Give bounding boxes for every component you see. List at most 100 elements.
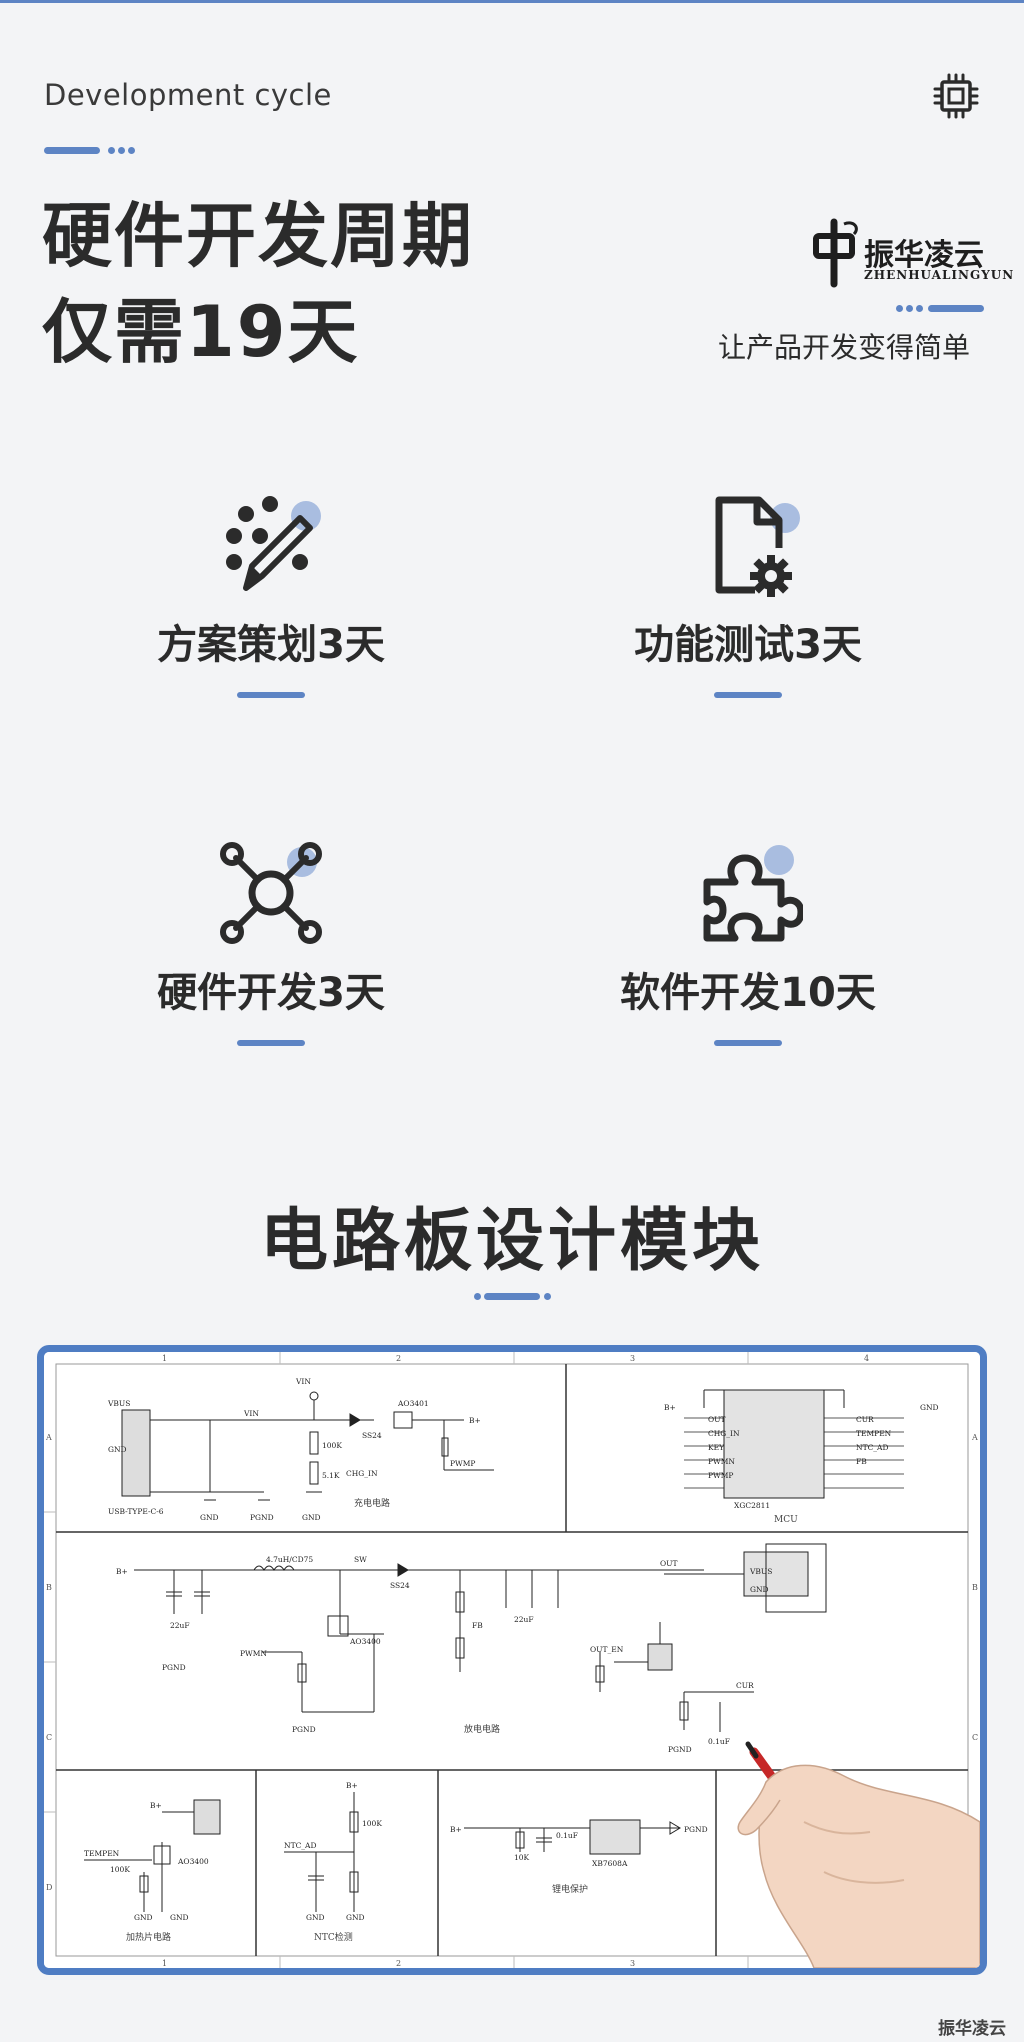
feature-software: 软件开发10天 — [538, 838, 958, 1046]
feature-hardware: 硬件开发3天 — [61, 838, 481, 1046]
net-label: FB — [472, 1621, 483, 1630]
grid-row-letter: A — [971, 1433, 978, 1442]
brand-name-en: ZHENHUALINGYUN — [864, 268, 1015, 282]
net-label: CHG_IN — [346, 1469, 378, 1478]
mcu-net: CHG_IN — [708, 1429, 740, 1438]
feature-underline — [714, 1040, 782, 1046]
feature-underline — [237, 1040, 305, 1046]
net-label: GND — [306, 1913, 325, 1922]
grid-col-number: 2 — [396, 1959, 401, 1968]
header-accent-dot — [108, 147, 115, 154]
grid-row-letter: B — [972, 1583, 978, 1592]
part-label: SS24 — [390, 1581, 410, 1590]
battery-chip-label: XB7608A — [592, 1859, 628, 1868]
feature-label: 方案策划3天 — [157, 622, 385, 668]
grid-row-letter: D — [46, 1883, 52, 1892]
net-label: PGND — [684, 1825, 708, 1834]
net-label: PGND — [250, 1513, 274, 1522]
module-section-title: 电路板设计模块 — [259, 1202, 764, 1281]
net-label: NTC_AD — [284, 1841, 316, 1850]
grid-row-letter: C — [972, 1733, 978, 1742]
net-label: CUR — [736, 1681, 754, 1690]
brand-name-cn: 振华凌云 — [864, 238, 984, 273]
feature-underline — [714, 692, 782, 698]
title-accent-dot — [474, 1293, 481, 1300]
usb-pin-label: VBUS — [107, 1399, 130, 1408]
part-label: 100K — [110, 1865, 130, 1874]
mcu-net: GND — [920, 1403, 939, 1412]
net-label: PGND — [668, 1745, 692, 1754]
part-label: AO3400 — [349, 1637, 381, 1646]
net-label: GND — [170, 1913, 189, 1922]
page-headline: 硬件开发周期 仅需19天 — [42, 188, 474, 380]
mcu-chip-label: XGC2811 — [734, 1501, 770, 1510]
net-label: TEMPEN — [84, 1849, 120, 1858]
grid-row-letter: A — [45, 1433, 52, 1442]
net-label: VIN — [243, 1409, 259, 1418]
mcu-net: B+ — [664, 1403, 676, 1412]
feature-planning: 方案策划3天 — [61, 490, 481, 698]
chip-icon — [933, 73, 979, 119]
usb-part-label: USB-TYPE-C-6 — [108, 1507, 164, 1516]
part-label: 22uF — [170, 1621, 190, 1630]
schematic-drawing: 1 2 3 4 1 2 3 4 A B C D A B C D — [44, 1352, 980, 1968]
title-accent-dot — [544, 1293, 551, 1300]
net-label: OUT_EN — [590, 1645, 624, 1654]
mcu-net: PWMN — [708, 1457, 735, 1466]
net-label: SW — [354, 1555, 367, 1564]
document-gear-icon — [715, 496, 800, 597]
grid-col-number: 1 — [162, 1354, 167, 1363]
brand-accent-dot — [906, 305, 913, 312]
brand-accent-dot — [896, 305, 903, 312]
net-label: GND — [200, 1513, 219, 1522]
headline-line-1: 硬件开发周期 — [42, 195, 474, 277]
grid-col-number: 3 — [630, 1959, 635, 1968]
network-nodes-icon — [220, 842, 322, 944]
footer-brand: 振华凌云 — [938, 2019, 1006, 2039]
top-accent-line — [0, 0, 1024, 3]
net-label: B+ — [450, 1825, 462, 1834]
net-label: B+ — [469, 1416, 481, 1425]
brand-accent-dot — [916, 305, 923, 312]
title-accent-bar — [484, 1293, 540, 1300]
part-label: 10K — [514, 1853, 530, 1862]
grid-col-number: 3 — [630, 1354, 635, 1363]
part-label: AO3401 — [397, 1399, 429, 1408]
headline-line-2: 仅需19天 — [42, 291, 360, 373]
block-caption-mcu: MCU — [774, 1515, 798, 1525]
feature-testing: 功能测试3天 — [538, 490, 958, 698]
puzzle-piece-icon — [703, 845, 803, 942]
part-label: 0.1uF — [708, 1737, 730, 1746]
header-accent-dot — [118, 147, 125, 154]
feature-label: 硬件开发3天 — [157, 970, 385, 1016]
grid-col-number: 2 — [396, 1354, 401, 1363]
part-label: 22uF — [514, 1615, 534, 1624]
grid-col-number: 4 — [864, 1354, 869, 1363]
mcu-net: TEMPEN — [856, 1429, 892, 1438]
net-label: GND — [302, 1513, 321, 1522]
grid-col-number: 1 — [162, 1959, 167, 1968]
brand-accent-bar — [928, 305, 984, 312]
mcu-net: FB — [856, 1457, 867, 1466]
net-label: GND — [134, 1913, 153, 1922]
part-label: 5.1K — [322, 1471, 340, 1480]
header-accent-bar — [44, 147, 100, 154]
block-caption-heater: 加热片电路 — [126, 1931, 171, 1943]
mcu-net: CUR — [856, 1415, 874, 1424]
block-caption-ntc: NTC检测 — [314, 1931, 353, 1943]
feature-label: 软件开发10天 — [620, 970, 876, 1016]
mcu-net: PWMP — [708, 1471, 733, 1480]
grid-row-letter: C — [46, 1733, 52, 1742]
net-label: PWMP — [450, 1459, 475, 1468]
net-label: VIN — [295, 1377, 311, 1386]
usb-pin-label: GND — [108, 1445, 127, 1454]
brand-emblem-icon — [813, 218, 858, 288]
net-label: PGND — [162, 1663, 186, 1672]
part-label: 100K — [322, 1441, 342, 1450]
block-caption-battery: 锂电保护 — [552, 1883, 588, 1895]
net-label: GND — [346, 1913, 365, 1922]
net-label: PWMN — [240, 1649, 267, 1658]
net-label: OUT — [660, 1559, 677, 1568]
net-label: PGND — [292, 1725, 316, 1734]
brand-logo: 振华凌云 ZHENHUALINGYUN — [810, 218, 1013, 288]
